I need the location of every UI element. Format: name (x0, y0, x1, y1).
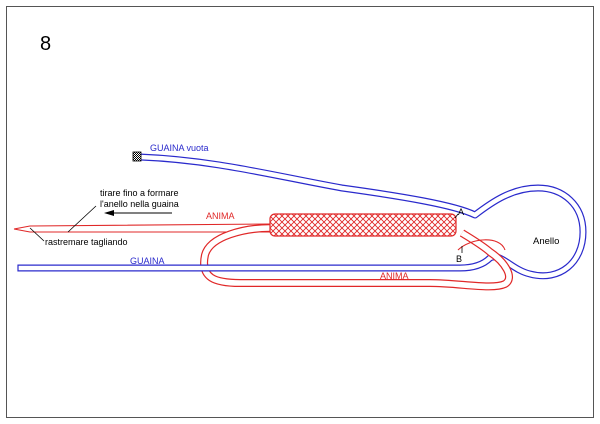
braided-section (269, 213, 457, 237)
label-point-a: A (458, 207, 464, 217)
label-instruction-line1: tirare fino a formare (100, 188, 179, 198)
label-guaina: GUAINA (130, 256, 165, 266)
label-rastremare: rastremare tagliando (45, 237, 128, 247)
pull-arrowhead (104, 210, 114, 216)
point-a-marker (454, 213, 459, 219)
label-anima-top: ANIMA (206, 211, 235, 221)
label-anima-bottom: ANIMA (380, 271, 409, 281)
label-guaina-vuota: GUAINA vuota (150, 143, 209, 153)
step-number: 8 (40, 33, 51, 55)
label-instruction-line2: l'anello nella guaina (100, 199, 179, 209)
rastremare-leader (29, 227, 45, 242)
page-frame (6, 6, 594, 418)
label-point-b: B (456, 254, 462, 264)
sheath-end-cap (132, 151, 142, 162)
anima-core (13, 223, 513, 291)
label-anello: Anello (533, 236, 559, 247)
instruction-leader (67, 205, 97, 233)
